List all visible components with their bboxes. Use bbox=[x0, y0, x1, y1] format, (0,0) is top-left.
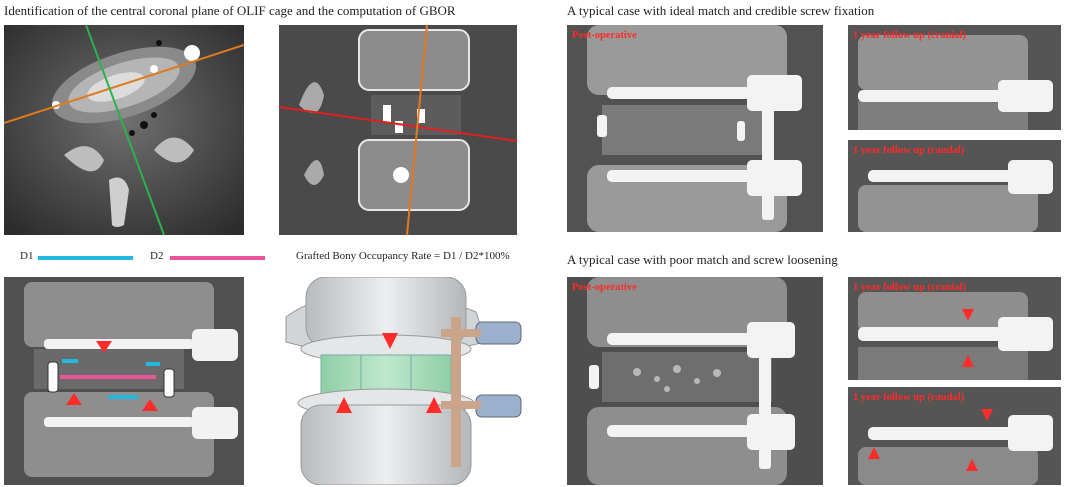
red-plane-line bbox=[279, 106, 517, 142]
arrow-down-marker bbox=[981, 409, 993, 421]
orange-plane-line-sagittal bbox=[406, 25, 428, 235]
arrow-up-marker bbox=[962, 355, 974, 367]
poor-postop-panel: Post-operative bbox=[567, 277, 823, 485]
arrow-up-marker bbox=[426, 397, 442, 413]
arrow-down-marker bbox=[382, 333, 398, 349]
poor-cranial-label: 1 year follow up (cranial) bbox=[853, 282, 966, 293]
poor-cranial-panel: 1 year follow up (cranial) bbox=[848, 277, 1061, 380]
ideal-case-title: A typical case with ideal match and cred… bbox=[567, 3, 875, 18]
sagittal-ct-panel bbox=[279, 25, 517, 235]
left-section-title: Identification of the central coronal pl… bbox=[4, 3, 456, 18]
d1-legend-swatch bbox=[38, 256, 133, 260]
d2-legend-swatch bbox=[170, 256, 265, 260]
ideal-cranial-panel: 1 year follow up (cranial) bbox=[848, 25, 1061, 130]
poor-postop-label: Post-operative bbox=[572, 282, 637, 293]
ideal-cranial-label: 1 year follow up (cranial) bbox=[853, 30, 966, 41]
cage-illustration-panel bbox=[266, 277, 526, 485]
orange-plane-line bbox=[4, 44, 244, 124]
arrow-down-marker bbox=[962, 309, 974, 321]
arrow-up-marker bbox=[868, 447, 880, 459]
green-plane-line bbox=[85, 25, 165, 235]
ideal-caudal-label: 1 year follow up (caudal) bbox=[853, 145, 965, 156]
ideal-postop-panel: Post-operative bbox=[567, 25, 823, 232]
d2-legend-label: D2 bbox=[150, 250, 164, 262]
gbor-formula: Grafted Bony Occupancy Rate = D1 / D2*10… bbox=[296, 250, 510, 262]
arrow-up-marker bbox=[336, 397, 352, 413]
d1-legend-label: D1 bbox=[20, 250, 34, 262]
coronal-ct-panel bbox=[4, 277, 244, 485]
arrow-up-marker bbox=[142, 399, 158, 411]
arrow-up-marker bbox=[966, 459, 978, 471]
poor-caudal-panel: 1 year follow up (caudal) bbox=[848, 387, 1061, 485]
ideal-postop-label: Post-operative bbox=[572, 30, 637, 41]
arrow-down-marker bbox=[96, 341, 112, 353]
ideal-caudal-panel: 1 year follow up (caudal) bbox=[848, 140, 1061, 232]
poor-case-title: A typical case with poor match and screw… bbox=[567, 252, 838, 267]
axial-ct-panel bbox=[4, 25, 244, 235]
poor-caudal-label: 1 year follow up (caudal) bbox=[853, 392, 965, 403]
arrow-up-marker bbox=[66, 393, 82, 405]
